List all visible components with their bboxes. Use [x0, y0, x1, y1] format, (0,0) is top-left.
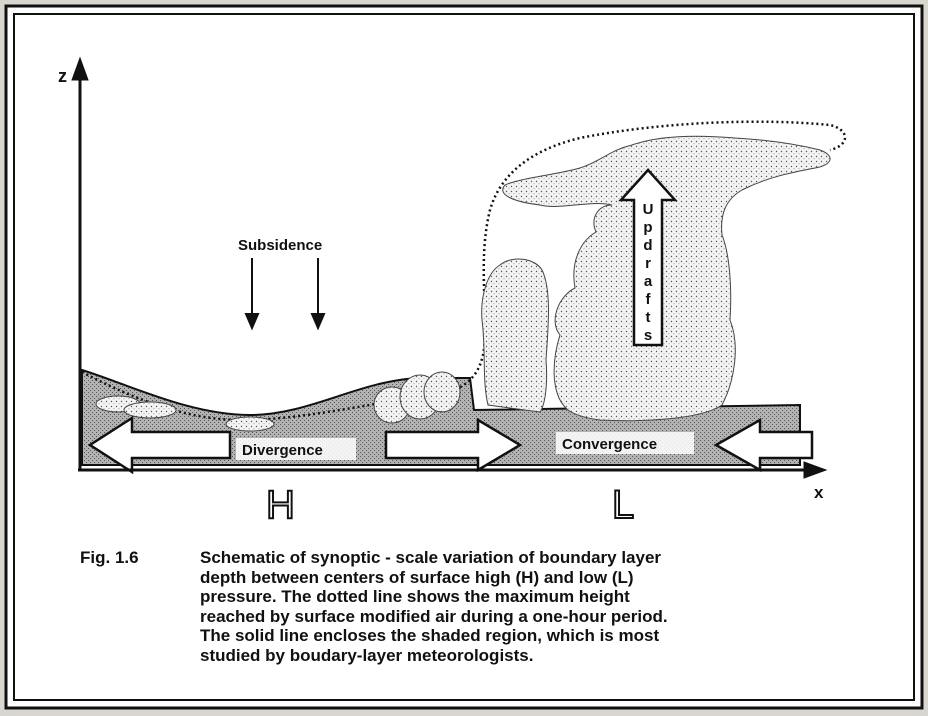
caption-line: pressure. The dotted line shows the maxi…	[200, 587, 630, 606]
subsidence-arrowhead-left	[244, 313, 260, 331]
divergence-label: Divergence	[242, 442, 323, 459]
low-pressure-label: L	[612, 483, 634, 527]
divergence-arrow-right	[384, 417, 523, 473]
updrafts-letter: p	[643, 219, 652, 236]
cloud-left-3	[225, 416, 275, 432]
x-axis-arrowhead	[803, 461, 828, 479]
caption-line: reached by surface modified air during a…	[200, 606, 668, 626]
figure-caption: Schematic of synoptic - scale variation …	[200, 548, 810, 665]
caption-line: The solid line encloses the shaded regio…	[200, 626, 660, 645]
subsidence-arrowhead-right	[310, 313, 326, 331]
updrafts-letter: t	[646, 309, 651, 326]
convergence-label-box	[556, 432, 694, 454]
cumulus-tower-small	[481, 258, 549, 413]
cloud-mid-3	[423, 371, 461, 413]
divergence-arrow-left	[87, 415, 232, 475]
panel-frame-outer	[4, 4, 924, 710]
panel-frame-inner	[13, 13, 915, 701]
z-axis-label: z	[58, 66, 67, 86]
x-axis-label: x	[814, 483, 824, 502]
small-clouds	[95, 371, 461, 432]
caption-line: Schematic of synoptic - scale variation …	[200, 548, 662, 567]
z-axis-arrowhead	[71, 56, 89, 81]
caption-line: depth between centers of surface high (H…	[200, 567, 634, 587]
cloud-left-2	[123, 401, 177, 419]
updrafts-letter: d	[643, 237, 652, 254]
updrafts-letter: s	[644, 327, 652, 344]
caption-line: studied by boudary-layer meteorologists.	[200, 645, 534, 665]
divergence-label-box	[236, 438, 356, 460]
updrafts-letter: r	[645, 255, 651, 272]
subsidence-arrows	[244, 258, 326, 331]
updrafts-letter: U	[643, 201, 654, 218]
updrafts-label: U p d r a f t s	[643, 201, 654, 344]
updraft-arrow	[618, 168, 678, 347]
updrafts-letter: a	[644, 273, 653, 290]
updraft-arrow-shape	[618, 168, 678, 347]
convergence-arrow-right	[713, 417, 814, 473]
convergence-label: Convergence	[562, 436, 657, 453]
subsidence-label: Subsidence	[238, 237, 322, 254]
high-pressure-label: H	[266, 483, 295, 527]
cumulonimbus-cloud	[502, 135, 831, 422]
axes	[71, 56, 828, 479]
figure-number: Fig. 1.6	[80, 548, 139, 567]
updrafts-letter: f	[646, 291, 652, 308]
